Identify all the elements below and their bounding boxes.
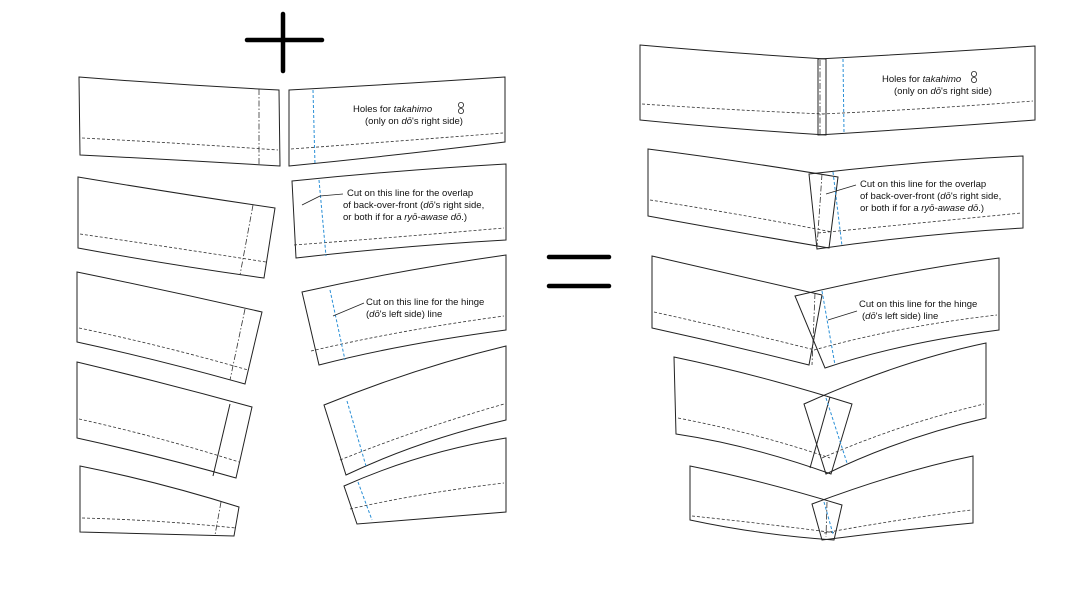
assembled-plate-1 bbox=[639, 44, 1036, 136]
right-plates-column bbox=[288, 76, 507, 525]
hinge-cut-label: Cut on this line for the hinge (dō's lef… bbox=[366, 297, 487, 320]
right-plate-3 bbox=[301, 254, 507, 366]
left-plate-4 bbox=[76, 361, 253, 479]
overlap-cut-label-assembled: Cut on this line for the overlap of back… bbox=[860, 179, 1004, 214]
left-plates-column bbox=[76, 76, 281, 537]
assembled-plate-4 bbox=[673, 342, 987, 475]
left-plate-5 bbox=[79, 465, 240, 537]
assembled-plate-5 bbox=[689, 455, 974, 541]
holes-label: Holes for takahimo (only on dō's right s… bbox=[353, 104, 463, 127]
right-plate-2 bbox=[291, 163, 507, 259]
left-plate-2 bbox=[77, 176, 276, 279]
assembled-plate-2 bbox=[647, 148, 1024, 250]
right-plate-5 bbox=[343, 437, 507, 525]
takahimo-holes-icon-assembled bbox=[971, 71, 978, 84]
holes-label-assembled: Holes for takahimo (only on dō's right s… bbox=[882, 74, 992, 97]
plus-sign bbox=[244, 11, 325, 74]
takahimo-holes-icon bbox=[457, 102, 464, 115]
assembled-plates bbox=[639, 44, 1036, 541]
equals-sign bbox=[546, 254, 612, 289]
hinge-cut-label-assembled: Cut on this line for the hinge (dō's lef… bbox=[859, 299, 980, 322]
assembled-plate-3 bbox=[651, 255, 1000, 369]
left-plate-1 bbox=[78, 76, 281, 167]
right-plate-4 bbox=[323, 345, 507, 476]
overlap-cut-label: Cut on this line for the overlap of back… bbox=[343, 188, 487, 223]
right-plate-1 bbox=[288, 76, 506, 167]
left-plate-3 bbox=[76, 271, 263, 385]
